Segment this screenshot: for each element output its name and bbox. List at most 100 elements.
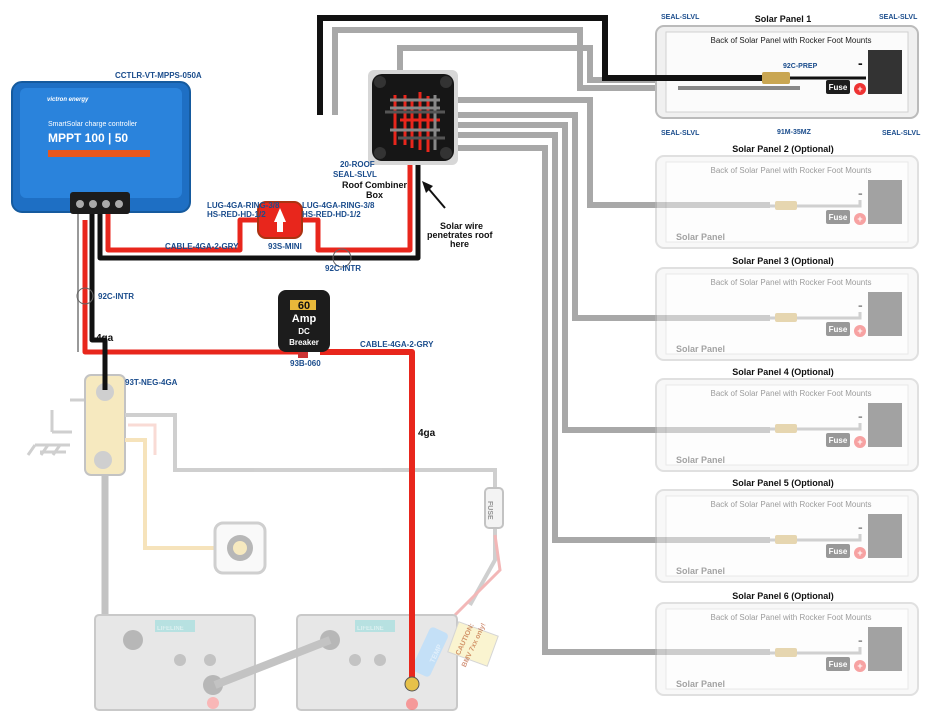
- positive-icon: [854, 436, 866, 448]
- mini-fuse: [257, 201, 303, 239]
- panel-frame: [655, 155, 919, 249]
- panel-tag: Solar Panel: [676, 455, 725, 465]
- panel-title: Solar Panel 2 (Optional): [732, 144, 834, 154]
- penetration-note-2: penetrates roof: [427, 230, 494, 240]
- panel-fuse: [826, 80, 850, 94]
- panel-frame: [655, 267, 919, 361]
- panel-title: Solar Panel 6 (Optional): [732, 591, 834, 601]
- controller-brand: victron energy: [47, 97, 89, 103]
- negative-symbol: -: [858, 408, 863, 424]
- panel-title: Solar Panel 5 (Optional): [732, 478, 834, 488]
- panel-title: Solar Panel 3 (Optional): [732, 256, 834, 266]
- interconnect-left-label: 92C-INTR: [98, 292, 134, 301]
- junction-box: [868, 403, 902, 447]
- panel-back: [665, 495, 909, 577]
- battery-right-brand: LIFELINE: [357, 626, 384, 632]
- panel-fuse-label: Fuse: [829, 547, 848, 556]
- shunt-wire: [128, 423, 157, 455]
- inline-fuse: [484, 487, 504, 529]
- gauge-left-label: 4ga: [96, 333, 114, 344]
- svg-text:+: +: [857, 84, 862, 94]
- panel-back: [665, 608, 909, 690]
- panel-caption: Back of Solar Panel with Rocker Foot Mou…: [711, 389, 872, 398]
- solar-panel: Back of Solar Panel with Rocker Foot Mou…: [655, 267, 919, 361]
- panel1-mc4-connector: [762, 72, 790, 84]
- battery-positive-terminal: [404, 676, 420, 692]
- panel-fuse-label: Fuse: [829, 213, 848, 222]
- panel-fuse-label: Fuse: [829, 83, 848, 92]
- penetration-note-3: here: [450, 239, 469, 249]
- fuse-wire-lower: [468, 525, 497, 606]
- combiner-part-label-2: SEAL-SLVL: [333, 170, 377, 179]
- mini-fuse-label: 93S-MINI: [268, 242, 302, 251]
- junction-box: [868, 50, 902, 94]
- svg-text:+: +: [857, 437, 862, 447]
- negative-wires: [89, 150, 421, 390]
- panel-fuse-label: Fuse: [829, 325, 848, 334]
- panel-title: Solar Panel 4 (Optional): [732, 367, 834, 377]
- panel-caption: Back of Solar Panel with Rocker Foot Mou…: [711, 36, 872, 45]
- panel1-negative-wire: [317, 15, 780, 115]
- breaker-amps: 60: [298, 300, 310, 312]
- left-lug-label-1: LUG-4GA-RING-3/8: [207, 201, 280, 210]
- right-lug-label-1: LUG-4GA-RING-3/8: [302, 201, 375, 210]
- negative-symbol: -: [858, 55, 863, 71]
- panel1-prep-label: 92C-PREP: [783, 63, 818, 70]
- battery-jumper: [213, 636, 332, 689]
- gauge-right-label: 4ga: [418, 428, 436, 439]
- negative-symbol: -: [858, 519, 863, 535]
- panel-frame: [655, 602, 919, 696]
- panel-frame: [655, 378, 919, 472]
- breaker-unit: Amp: [292, 313, 317, 325]
- positive-wires: [82, 150, 415, 682]
- svg-text:+: +: [857, 214, 862, 224]
- junction-box: [868, 627, 902, 671]
- monitor-wire: [125, 438, 215, 550]
- panel1-seal-bl: SEAL-SLVL: [661, 130, 700, 137]
- panel-caption: Back of Solar Panel with Rocker Foot Mou…: [711, 278, 872, 287]
- positive-icon: [854, 83, 866, 95]
- breaker-part-label: 93B-060: [290, 359, 321, 368]
- solar-panel: Back of Solar Panel with Rocker Foot Mou…: [655, 155, 919, 249]
- panel-caption: Back of Solar Panel with Rocker Foot Mou…: [711, 613, 872, 622]
- interconnect-upper-label: 92C-INTR: [325, 264, 361, 273]
- battery-left: [94, 614, 256, 711]
- panel-fuse-label: Fuse: [829, 436, 848, 445]
- junction-box: [868, 180, 902, 224]
- combiner-title-1: Roof Combiner: [342, 180, 407, 190]
- cable-lower-label: CABLE-4GA-2-GRY: [360, 340, 434, 349]
- bmv-sense-wire: [125, 413, 497, 490]
- panel1-seal-tr: SEAL-SLVL: [879, 14, 918, 21]
- junction-box: [868, 292, 902, 336]
- positive-icon: [854, 325, 866, 337]
- panel-caption: Back of Solar Panel with Rocker Foot Mou…: [711, 166, 872, 175]
- negative-symbol: -: [858, 632, 863, 648]
- panel-fuse-label: Fuse: [829, 660, 848, 669]
- splice-upper: [332, 248, 352, 268]
- panel-back: [665, 384, 909, 466]
- caution-tag: [447, 621, 499, 667]
- combiner-title-2: Box: [366, 190, 383, 200]
- penetration-note-1: Solar wire: [440, 221, 483, 231]
- combiner-part-label-1: 20-ROOF: [340, 160, 375, 169]
- busbar-stud-top: [96, 383, 114, 401]
- svg-text:+: +: [857, 661, 862, 671]
- dc-breaker: [278, 290, 330, 358]
- optional-panel-wires: [332, 27, 770, 655]
- panel-tag: Solar Panel: [676, 566, 725, 576]
- panel-frame: [655, 489, 919, 583]
- positive-icon: [854, 547, 866, 559]
- positive-icon: [854, 213, 866, 225]
- battery-bank-group: [26, 374, 504, 711]
- fuse-wire-red: [453, 534, 502, 617]
- battery-left-brand: LIFELINE: [157, 626, 184, 632]
- panel-tag: Solar Panel: [676, 232, 725, 242]
- panel-back: [665, 273, 909, 355]
- busbar-part-label: 93T-NEG-4GA: [125, 378, 178, 387]
- panel1-seal-tl: SEAL-SLVL: [661, 14, 700, 21]
- solar-panel: Back of Solar Panel with Rocker Foot Mou…: [655, 602, 919, 696]
- panel1-seal-br: SEAL-SLVL: [882, 130, 921, 137]
- right-lug-label-2: HS-RED-HD-1/2: [302, 210, 361, 219]
